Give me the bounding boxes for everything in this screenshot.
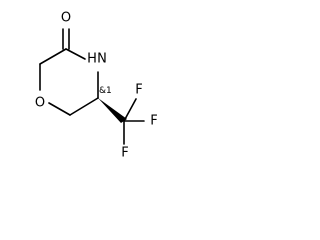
bond-c2-c3 bbox=[39, 48, 67, 65]
stereo-label: &1 bbox=[99, 86, 112, 96]
ring-nitrogen-label: N bbox=[97, 52, 107, 67]
bond-c3-n4 bbox=[65, 48, 86, 60]
structure-svg: O H N O &1 F F F bbox=[35, 11, 158, 161]
bond-cf3-f-top bbox=[123, 98, 137, 122]
fluorine-top-label: F bbox=[135, 83, 142, 98]
fluorine-bottom-label: F bbox=[121, 146, 128, 161]
ring-oxygen-label: O bbox=[35, 96, 45, 111]
ring-nitrogen-hydrogen-label: H bbox=[87, 52, 97, 67]
molecule-diagram: O H N O &1 F F F bbox=[0, 0, 187, 204]
bond-c6-o1 bbox=[48, 102, 71, 116]
stereo-wedge-bond bbox=[98, 98, 127, 123]
bond-c5-c6 bbox=[69, 97, 99, 116]
carbonyl-oxygen-label: O bbox=[61, 11, 71, 26]
fluorine-right-label: F bbox=[150, 114, 157, 129]
